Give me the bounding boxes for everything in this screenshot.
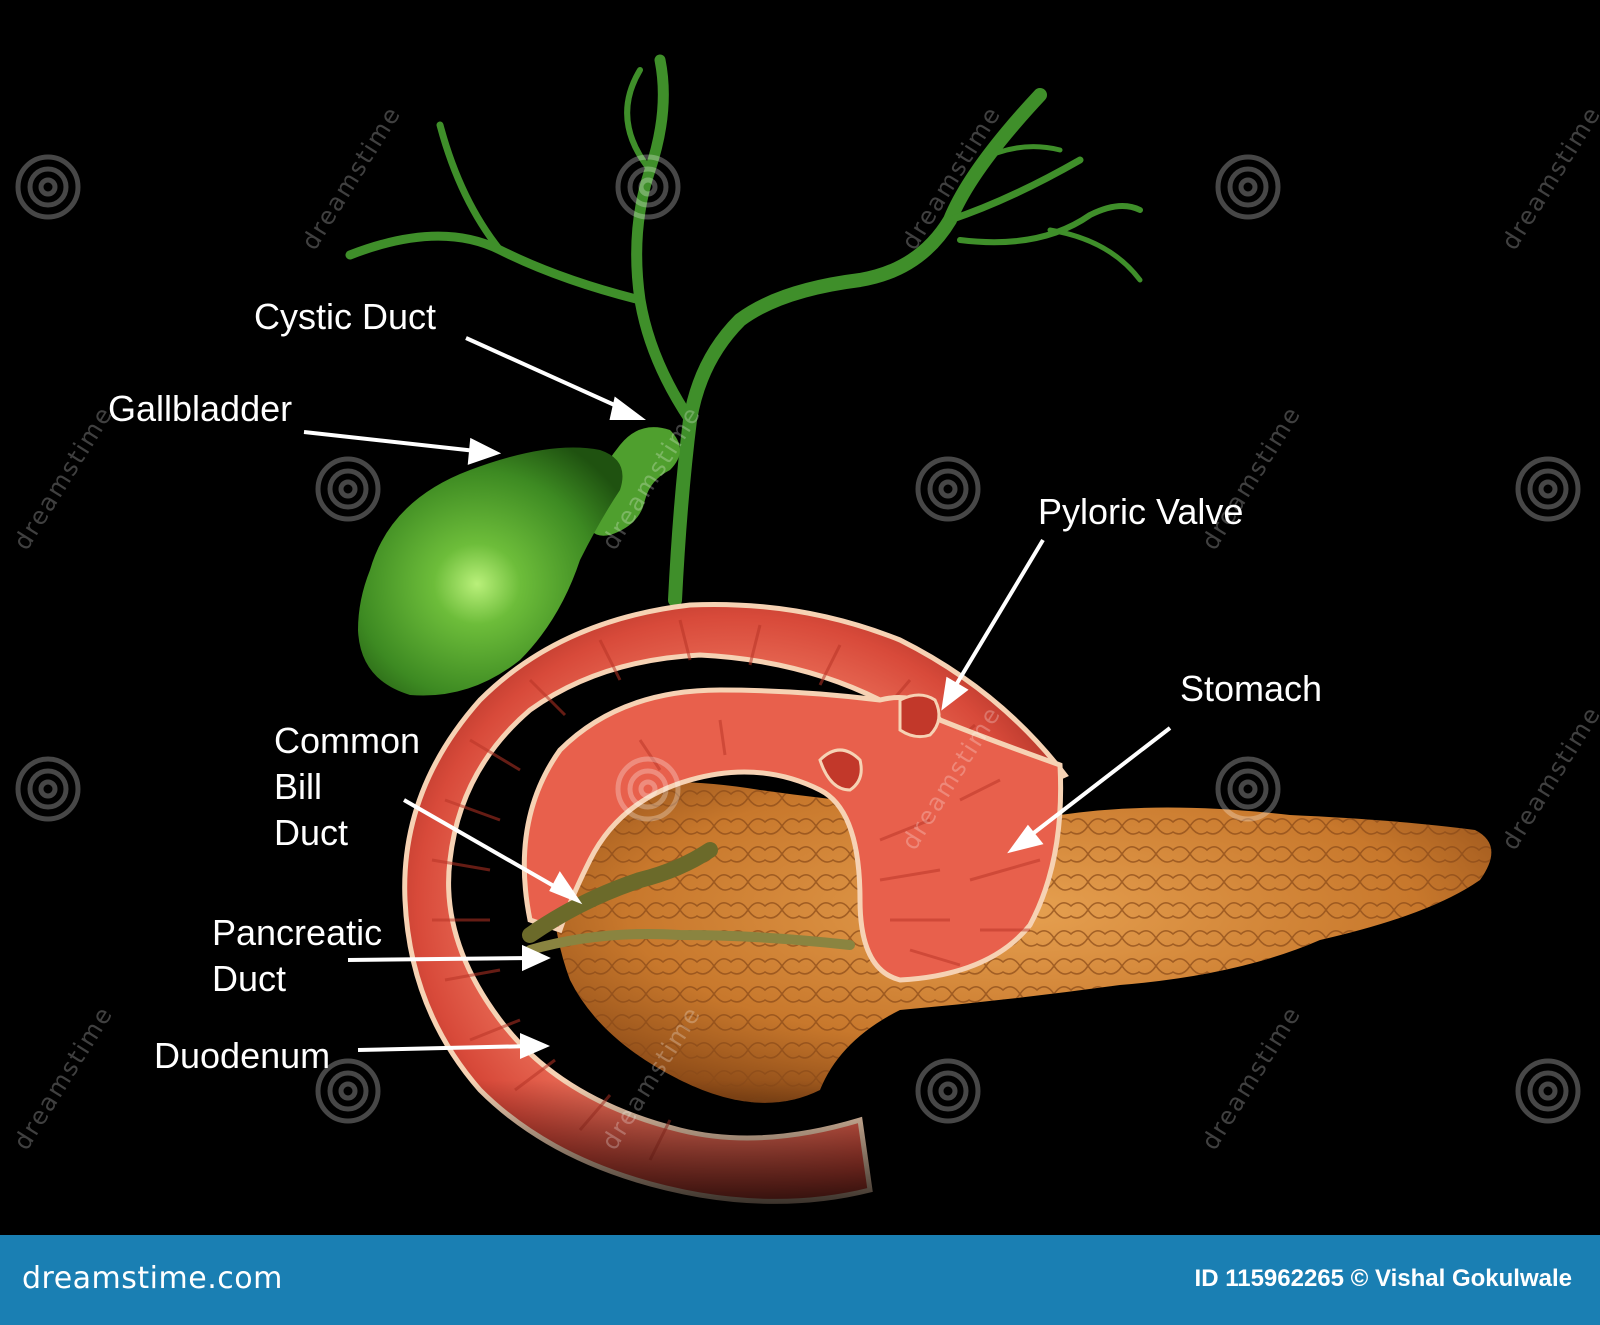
bile-duct-tree: [345, 54, 1143, 607]
footer-bar: dreamstime.com ID 115962265 © Vishal Gok…: [0, 1235, 1600, 1325]
label-pancreatic-duct-line-1: Pancreatic: [212, 912, 383, 953]
pointer-arrows: [303, 336, 1172, 1060]
gallbladder: [358, 447, 623, 696]
label-common-bill-duct-line-1: Common: [274, 720, 421, 761]
label-stomach: Stomach: [1180, 668, 1323, 709]
cystic-duct: [587, 427, 680, 536]
footer-credit: ID 115962265 © Vishal Gokulwale: [1194, 1265, 1572, 1292]
label-pyloric-valve: Pyloric Valve: [1038, 491, 1244, 532]
label-common-bill-duct: Common Bill Duct: [274, 718, 420, 856]
pancreas: [552, 782, 1492, 1103]
stomach: [521, 687, 1064, 983]
label-pancreatic-duct: Pancreatic Duct: [212, 910, 382, 1002]
label-common-bill-duct-line-2: Bill: [274, 766, 323, 807]
label-gallbladder: Gallbladder: [108, 388, 293, 429]
label-cystic-duct: Cystic Duct: [254, 296, 437, 337]
label-common-bill-duct-line-3: Duct: [274, 812, 349, 853]
watermark-spirals: [15, 154, 1581, 1124]
diagram-stage: dreamstime dreamstime dreamstime dreamst…: [8, 54, 1600, 1235]
footer-brand[interactable]: dreamstime.com: [22, 1261, 283, 1296]
anatomy-illustration: [15, 54, 1581, 1235]
label-duodenum: Duodenum: [154, 1035, 331, 1076]
label-pancreatic-duct-line-2: Duct: [212, 958, 287, 999]
internal-ducts: [522, 842, 855, 955]
